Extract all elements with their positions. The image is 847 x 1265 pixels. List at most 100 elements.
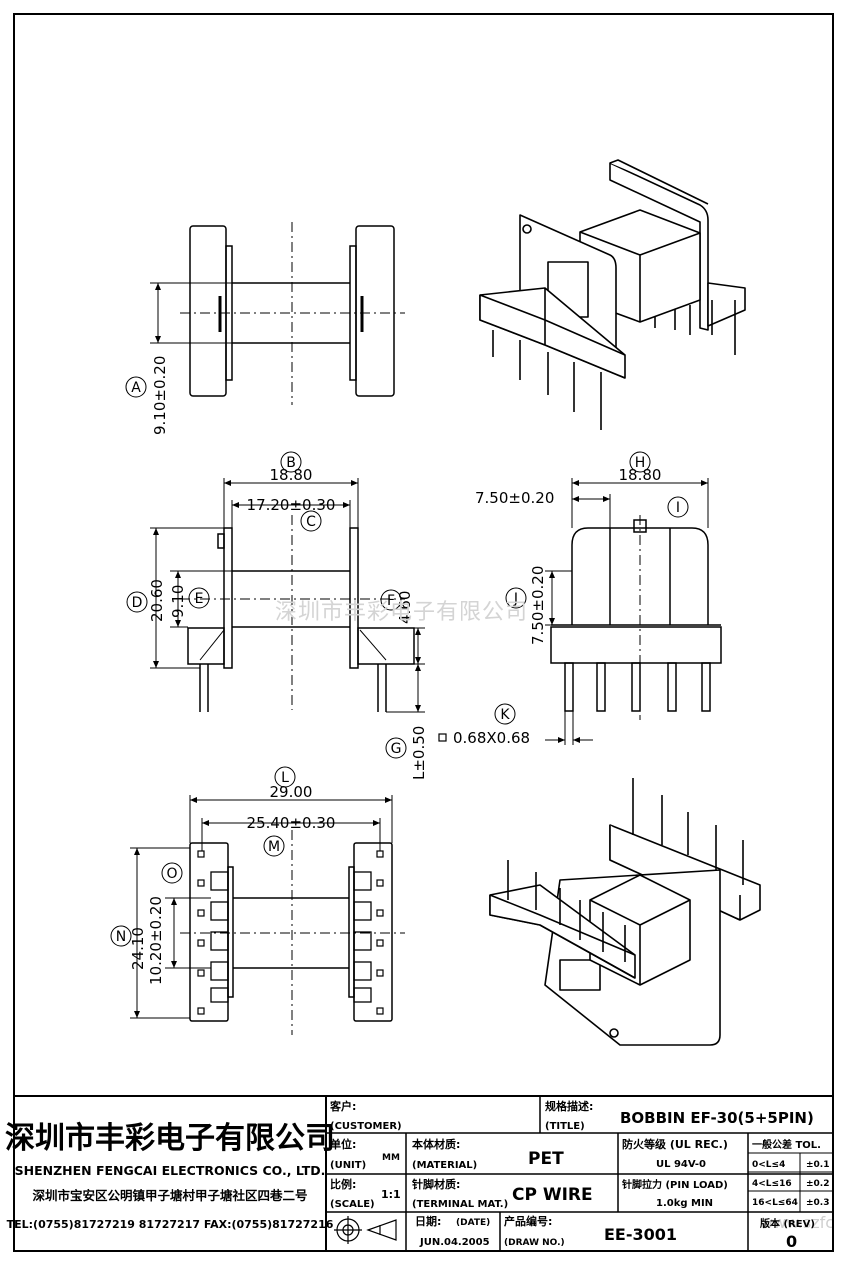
dim-o-text: 10.20±0.20: [147, 896, 165, 985]
svg-text:F: F: [387, 593, 395, 609]
callout-o: O: [161, 862, 183, 884]
svg-text:防火等级 (UL REC.): 防火等级 (UL REC.): [622, 1137, 728, 1151]
dims-bottom: [130, 795, 393, 1019]
svg-text:J: J: [513, 591, 518, 607]
callout-l: L: [274, 766, 296, 788]
dim-g-text: L±0.50: [410, 726, 428, 780]
company-name-cn: 深圳市丰彩电子有限公司: [5, 1121, 335, 1156]
svg-text:N: N: [116, 929, 126, 945]
dim-a-text: 9.10±0.20: [151, 356, 169, 435]
svg-text:针脚拉力 (PIN LOAD): 针脚拉力 (PIN LOAD): [622, 1178, 728, 1191]
watermark-url: www.szfc: [760, 1213, 834, 1232]
callout-e: E: [188, 587, 210, 609]
svg-text:A: A: [131, 380, 141, 396]
svg-text:G: G: [391, 741, 402, 757]
watermark: 深圳市丰彩电子有限公司: [275, 600, 528, 625]
svg-text:L: L: [281, 770, 289, 786]
draw-number: EE-3001: [604, 1225, 677, 1244]
svg-text:(TITLE): (TITLE): [545, 1121, 585, 1132]
company-info: 深圳市丰彩电子有限公司 SHENZHEN FENGCAI ELECTRONICS…: [5, 1121, 335, 1231]
view-front: [180, 515, 415, 712]
svg-text:16<L≤64: 16<L≤64: [752, 1198, 798, 1208]
svg-text:K: K: [500, 707, 510, 723]
dim-b-text: 18.80: [270, 466, 313, 484]
dim-l-text: 29.00: [270, 783, 313, 801]
svg-text:(DRAW NO.): (DRAW NO.): [504, 1238, 565, 1248]
svg-text:D: D: [132, 595, 143, 611]
callout-m: M: [263, 835, 285, 857]
view-side: [550, 515, 722, 720]
company-name-en: SHENZHEN FENGCAI ELECTRONICS CO., LTD.: [15, 1163, 326, 1178]
svg-text:I: I: [676, 500, 680, 516]
callout-i: I: [667, 496, 689, 518]
callout-d: D: [126, 591, 148, 613]
callout-k: K: [494, 703, 516, 725]
dim-c-text: 17.20±0.30: [247, 496, 336, 514]
company-phone: TEL:(0755)81727219 81727217 FAX:(0755)81…: [7, 1218, 334, 1231]
svg-text:版本 (REV): 版本 (REV): [760, 1217, 815, 1230]
revision: 0: [786, 1232, 797, 1251]
dim-m-text: 25.40±0.30: [247, 814, 336, 832]
svg-text:B: B: [286, 455, 296, 471]
svg-text:1.0kg MIN: 1.0kg MIN: [656, 1198, 713, 1209]
svg-text:0<L≤4: 0<L≤4: [752, 1160, 785, 1170]
dim-h-text: 18.80: [619, 466, 662, 484]
iso-view-1: [479, 159, 746, 430]
dim-a: [150, 282, 232, 344]
svg-text:H: H: [635, 455, 646, 471]
view-top: [180, 222, 405, 405]
svg-text:JUN.04.2005: JUN.04.2005: [419, 1237, 490, 1248]
svg-text:针脚材质:: 针脚材质:: [412, 1177, 460, 1191]
svg-text:0.68X0.68: 0.68X0.68: [453, 729, 530, 747]
title-block-fields: 客户: (CUSTOMER) 规格描述: (TITLE) BOBBIN EF-3…: [329, 1099, 829, 1251]
svg-text:±0.1: ±0.1: [806, 1160, 829, 1170]
svg-text:4<L≤16: 4<L≤16: [752, 1179, 792, 1189]
svg-text:1:1: 1:1: [381, 1188, 401, 1201]
dim-e-text: 9.10: [169, 585, 187, 618]
dim-j-text: 7.50±0.20: [529, 566, 547, 645]
svg-text:(MATERIAL): (MATERIAL): [412, 1160, 477, 1171]
svg-text:(SCALE): (SCALE): [330, 1199, 375, 1210]
svg-text:E: E: [195, 591, 204, 607]
dim-n-text: 24.10: [129, 927, 147, 970]
callout-n: N: [110, 925, 132, 947]
company-address: 深圳市宝安区公明镇甲子塘村甲子塘社区四巷二号: [32, 1188, 307, 1203]
title-value: BOBBIN EF-30(5+5PIN): [620, 1109, 814, 1127]
terminal-value: CP WIRE: [512, 1185, 593, 1205]
callout-f: F: [380, 589, 402, 611]
svg-text:±0.2: ±0.2: [806, 1179, 829, 1189]
svg-text:一般公差 TOL.: 一般公差 TOL.: [752, 1138, 821, 1151]
callout-j: J: [505, 587, 527, 609]
svg-text:单位:: 单位:: [330, 1137, 356, 1151]
svg-text:本体材质:: 本体材质:: [412, 1137, 460, 1151]
dim-d-text: 20.60: [148, 579, 166, 622]
iso-view-2: [489, 778, 761, 1046]
dims-side: [545, 478, 709, 745]
svg-text:O: O: [166, 866, 177, 882]
projection-symbol-icon: [334, 1216, 397, 1244]
svg-text:(CUSTOMER): (CUSTOMER): [330, 1121, 402, 1132]
callout-c: C: [300, 510, 322, 532]
callout-b: B: [280, 451, 302, 473]
dim-i-text: 7.50±0.20: [475, 489, 554, 507]
svg-text:C: C: [306, 514, 316, 530]
svg-text:±0.3: ±0.3: [806, 1198, 829, 1208]
svg-text:UL 94V-0: UL 94V-0: [656, 1159, 706, 1170]
material-value: PET: [528, 1149, 564, 1169]
svg-text:M: M: [268, 839, 280, 855]
outer-frame: [13, 13, 834, 1252]
svg-text:产品编号:: 产品编号:: [504, 1214, 552, 1228]
svg-text:日期:: 日期:: [415, 1214, 441, 1228]
callout-g: G: [385, 737, 407, 759]
view-bottom: [180, 830, 405, 1035]
callout-h: H: [629, 451, 651, 473]
svg-text:比例:: 比例:: [330, 1177, 356, 1191]
title-block-grid: [13, 1095, 834, 1252]
svg-text:(TERMINAL MAT.): (TERMINAL MAT.): [412, 1199, 508, 1210]
svg-text:客户:: 客户:: [329, 1099, 356, 1113]
svg-text:MM: MM: [382, 1153, 400, 1163]
dim-k-label: 0.68X0.68: [438, 729, 530, 747]
svg-text:规格描述:: 规格描述:: [545, 1099, 593, 1113]
